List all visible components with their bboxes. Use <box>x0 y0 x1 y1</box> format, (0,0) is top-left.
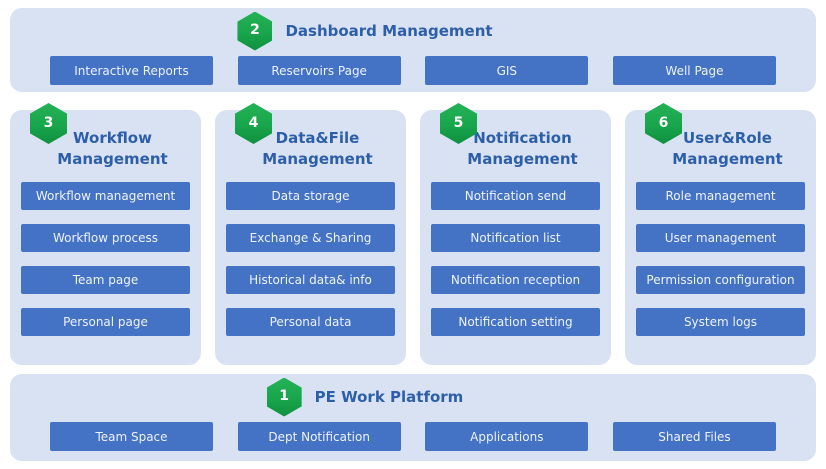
section-title-user-role: User&Role Management <box>636 128 805 170</box>
section-title-workflow: Workflow Management <box>21 128 190 170</box>
dashboard-management-header: 2 Dashboard Management <box>0 8 768 54</box>
dashboard-management-section: 2 Dashboard Management Interactive Repor… <box>10 8 816 92</box>
title-line-2: Management <box>467 150 578 168</box>
system-logs-button[interactable]: System logs <box>636 308 805 336</box>
dashboard-buttons-row: Interactive Reports Reservoirs Page GIS … <box>10 56 816 85</box>
shared-files-button[interactable]: Shared Files <box>612 422 776 451</box>
team-page-button[interactable]: Team page <box>21 266 190 294</box>
platform-buttons-row: Team Space Dept Notification Application… <box>10 422 816 451</box>
workflow-management-column: 3 Workflow Management Workflow managemen… <box>10 103 201 365</box>
title-line-1: Workflow <box>73 129 152 147</box>
title-line-1: User&Role <box>683 129 772 147</box>
badge-number: 4 <box>248 114 259 131</box>
section-title-platform: PE Work Platform <box>314 388 464 406</box>
title-line-1: Notification <box>473 129 572 147</box>
badge-number: 1 <box>279 388 290 404</box>
pe-work-platform-header: 1 PE Work Platform <box>0 374 768 420</box>
role-management-button[interactable]: Role management <box>636 182 805 210</box>
notification-setting-button[interactable]: Notification setting <box>431 308 600 336</box>
well-page-button[interactable]: Well Page <box>612 56 776 85</box>
notification-reception-button[interactable]: Notification reception <box>431 266 600 294</box>
badge-number: 6 <box>658 114 669 131</box>
user-management-button[interactable]: User management <box>636 224 805 252</box>
hexagon-badge-1: 1 <box>266 377 302 417</box>
notification-buttons: Notification send Notification list Noti… <box>431 182 600 336</box>
applications-button[interactable]: Applications <box>425 422 589 451</box>
badge-number: 5 <box>453 114 464 131</box>
title-line-1: Data&File <box>275 129 360 147</box>
dept-notification-button[interactable]: Dept Notification <box>237 422 401 451</box>
workflow-management-button[interactable]: Workflow management <box>21 182 190 210</box>
title-line-2: Management <box>262 150 373 168</box>
workflow-buttons: Workflow management Workflow process Tea… <box>21 182 190 336</box>
section-title-data-file: Data&File Management <box>226 128 395 170</box>
personal-data-button[interactable]: Personal data <box>226 308 395 336</box>
notification-list-button[interactable]: Notification list <box>431 224 600 252</box>
title-line-2: Management <box>57 150 168 168</box>
workflow-process-button[interactable]: Workflow process <box>21 224 190 252</box>
hexagon-badge-2: 2 <box>237 11 273 51</box>
user-role-management-column: 6 User&Role Management Role management U… <box>625 103 816 365</box>
data-file-buttons: Data storage Exchange & Sharing Historic… <box>226 182 395 336</box>
interactive-reports-button[interactable]: Interactive Reports <box>50 56 213 85</box>
notification-management-column: 5 Notification Management Notification s… <box>420 103 611 365</box>
data-storage-button[interactable]: Data storage <box>226 182 395 210</box>
permission-configuration-button[interactable]: Permission configuration <box>636 266 805 294</box>
user-role-buttons: Role management User management Permissi… <box>636 182 805 336</box>
personal-page-button[interactable]: Personal page <box>21 308 190 336</box>
title-line-2: Management <box>672 150 783 168</box>
pe-work-platform-section: 1 PE Work Platform Team Space Dept Notif… <box>10 374 816 461</box>
notification-send-button[interactable]: Notification send <box>431 182 600 210</box>
gis-button[interactable]: GIS <box>425 56 589 85</box>
exchange-sharing-button[interactable]: Exchange & Sharing <box>226 224 395 252</box>
historical-data-info-button[interactable]: Historical data& info <box>226 266 395 294</box>
team-space-button[interactable]: Team Space <box>50 422 213 451</box>
section-title-notification: Notification Management <box>431 128 600 170</box>
data-file-management-column: 4 Data&File Management Data storage Exch… <box>215 103 406 365</box>
badge-number: 2 <box>250 22 260 38</box>
management-columns-row: 3 Workflow Management Workflow managemen… <box>10 103 816 365</box>
section-title-dashboard: Dashboard Management <box>285 22 493 40</box>
reservoirs-page-button[interactable]: Reservoirs Page <box>237 56 401 85</box>
badge-number: 3 <box>43 114 54 131</box>
